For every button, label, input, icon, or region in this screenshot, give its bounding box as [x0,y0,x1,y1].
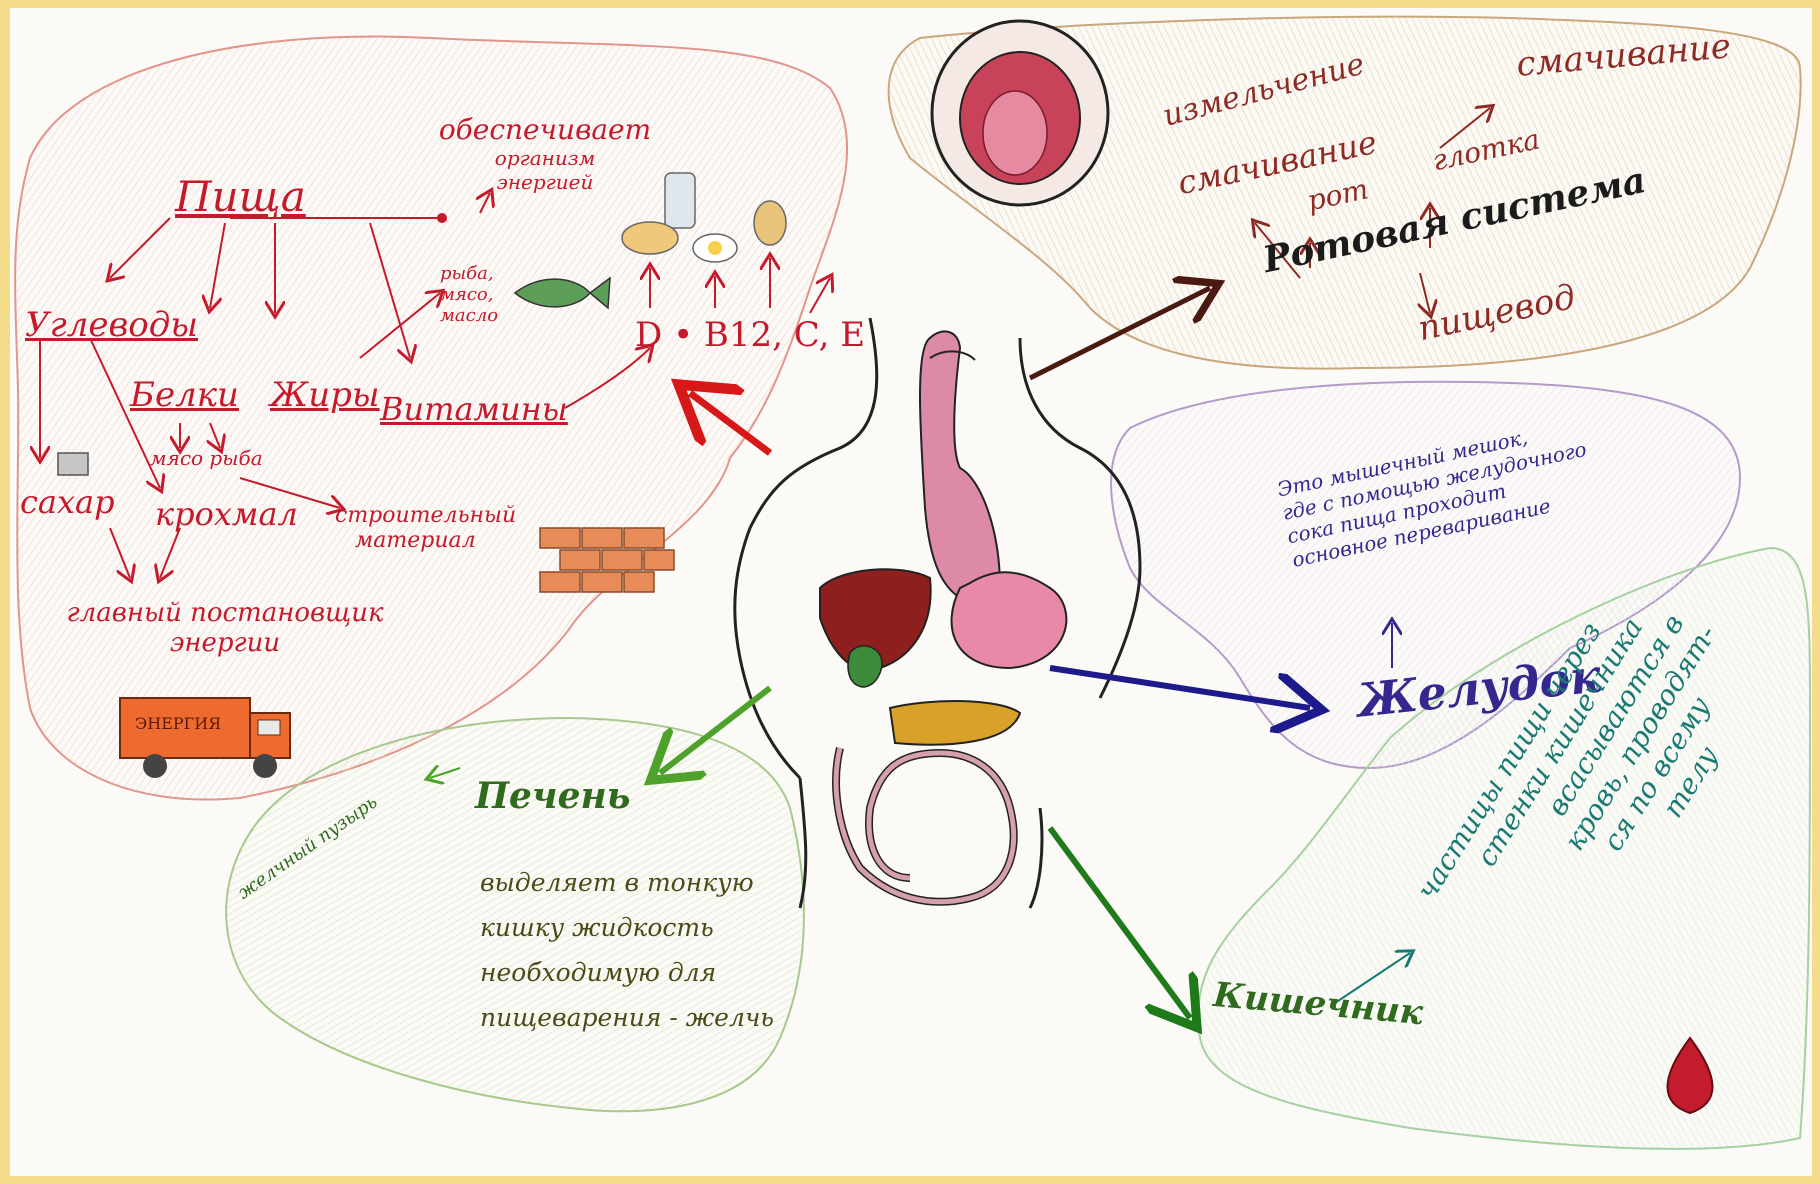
truck-label: ЭНЕРГИЯ [135,716,221,732]
carbs-label: Углеводы [25,308,198,342]
food-title: Пища [175,176,306,218]
fats-label: Жиры [270,378,380,412]
sugar-label: сахар [20,486,115,518]
vitamin-list: D • B12, C, E [635,318,865,352]
liver-title: Печень [475,778,631,814]
mind-map-sheet: Пища обеспечивает организм энергией Угле… [10,8,1812,1176]
open-mouth-illustration [932,21,1108,205]
starch-label: крохмал [155,498,298,530]
liver-description: выделяет в тонкую кишку жидкость необход… [480,868,774,1032]
bricks-illustration [540,528,674,592]
proteins-label: Белки [130,378,239,412]
organs-illustration [820,331,1066,901]
arrow-to-intestine [1050,828,1190,1018]
protein-sources-text: мясо рыба [150,448,263,468]
sugar-cube-illustration [58,453,88,475]
vitamins-label: Витамины [380,393,568,425]
food-provides-text: обеспечивает организм энергией [430,113,660,194]
fats-sources-text: рыба, мясо, масло [440,263,498,326]
building-material-text: строительный материал [335,503,516,553]
main-supplier-text: главный постановщик энергии [55,598,395,658]
